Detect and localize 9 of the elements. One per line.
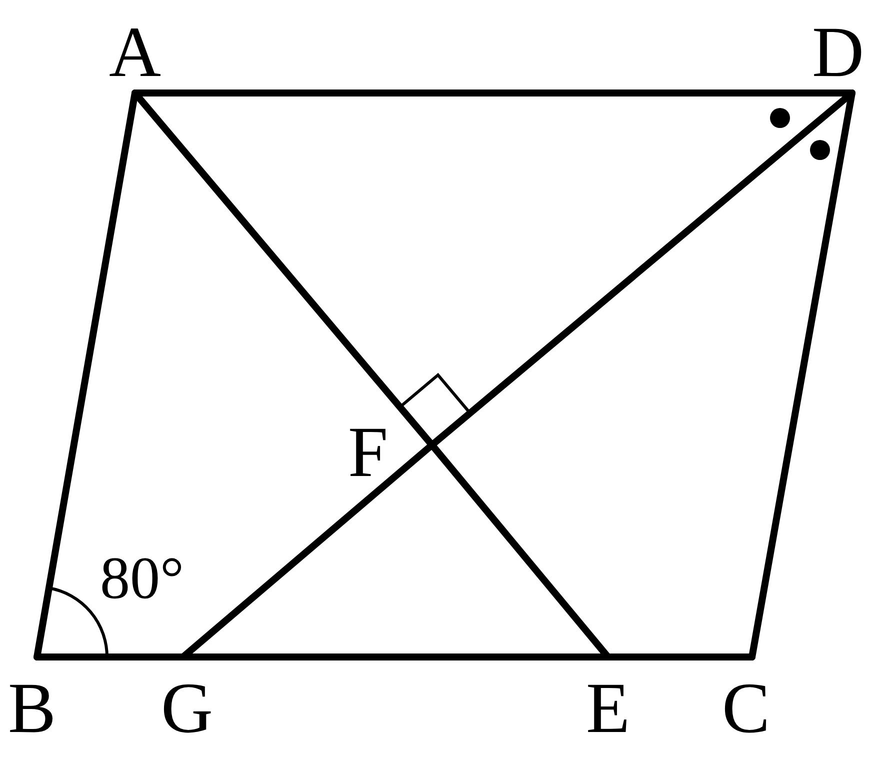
point-label: G [161,672,213,744]
point-label: D [812,16,864,88]
point-label: C [722,672,770,744]
line-segment [132,90,856,96]
point-label: F [348,416,388,488]
angle-label: 80° [100,548,184,608]
point-label: B [8,672,56,744]
point-label: A [109,16,161,88]
point-label: E [586,672,630,744]
